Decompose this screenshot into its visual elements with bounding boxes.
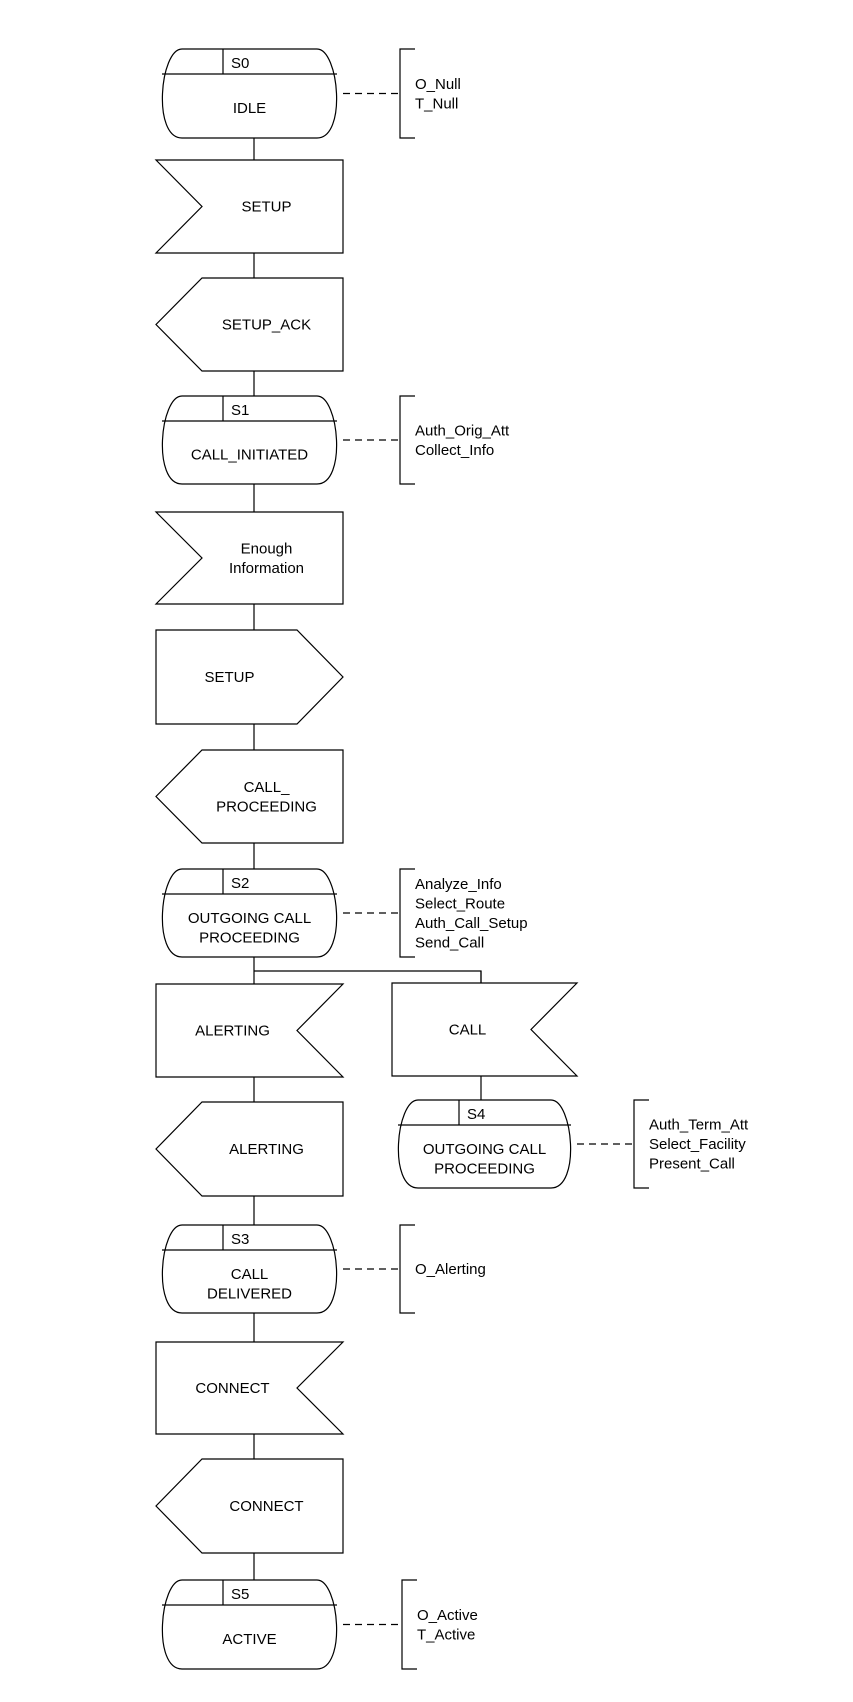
node-label: OUTGOING CALL — [188, 910, 311, 927]
output-setup: SETUP — [155, 629, 344, 725]
annotation-text: O_Alerting — [415, 1261, 486, 1278]
input-call: CALL — [391, 982, 579, 1077]
node-label: CONNECT — [195, 1380, 269, 1397]
node-label: IDLE — [233, 100, 266, 117]
state-id: S5 — [231, 1586, 249, 1603]
annotation-bracket — [399, 1224, 415, 1314]
output-alerting: ALERTING — [155, 1101, 344, 1197]
node-label: PROCEEDING — [216, 798, 317, 815]
input-signal-shape — [391, 982, 579, 1077]
output-signal-shape — [155, 629, 344, 725]
annotation-text: Send_Call — [415, 934, 484, 951]
annotation-bracket — [399, 395, 415, 485]
annotation-text: Collect_Info — [415, 442, 494, 459]
state-id: S0 — [231, 55, 249, 72]
state-id: S2 — [231, 875, 249, 892]
annotation-text: Auth_Term_Att — [649, 1117, 749, 1134]
input-alerting: ALERTING — [155, 983, 345, 1078]
node-label: CALL_ — [244, 779, 291, 796]
node-label: SETUP — [204, 669, 254, 686]
node-label: CALL_INITIATED — [191, 447, 308, 464]
annotation-bracket — [399, 48, 415, 139]
annotation-text: Auth_Call_Setup — [415, 915, 528, 932]
annotation-text: T_Active — [417, 1626, 475, 1643]
output-signal-shape — [155, 749, 344, 844]
annotation-bracket — [399, 868, 415, 958]
input-signal-shape — [154, 159, 344, 254]
node-label: Information — [229, 560, 304, 577]
state-shape — [161, 48, 338, 139]
annotation-text: Present_Call — [649, 1156, 735, 1173]
state-id: S4 — [467, 1106, 485, 1123]
output-signal-shape — [155, 1458, 344, 1554]
branch-connector — [254, 970, 482, 983]
annotation-text: Select_Route — [415, 895, 505, 912]
annotation-text: Auth_Orig_Att — [415, 422, 510, 439]
node-label: SETUP — [241, 199, 291, 216]
annotation-text: Select_Facility — [649, 1136, 746, 1153]
node-label: OUTGOING CALL — [423, 1141, 546, 1158]
input-signal-shape — [154, 511, 344, 605]
node-label: PROCEEDING — [434, 1160, 535, 1177]
node-label: CALL — [449, 1022, 487, 1039]
state-outgoing-call-proceeding-s4: S4Auth_Term_AttSelect_FacilityPresent_Ca… — [397, 1099, 749, 1189]
connectors — [253, 138, 482, 1580]
node-label: SETUP_ACK — [222, 317, 311, 334]
state-shape — [161, 395, 338, 485]
annotation-text: T_Null — [415, 95, 458, 112]
node-label: PROCEEDING — [199, 929, 300, 946]
state-shape — [161, 1224, 338, 1314]
node-label: ACTIVE — [222, 1631, 276, 1648]
output-connect: CONNECT — [155, 1458, 344, 1554]
annotation-bracket — [633, 1099, 649, 1189]
node-label: Enough — [241, 540, 293, 557]
state-id: S1 — [231, 402, 249, 419]
state-outgoing-call-proceeding-s2: S2 Analyze_InfoSelect_RouteAuth_Call_Setu… — [161, 868, 528, 958]
input-setup: SETUP — [154, 159, 344, 254]
node-label: CALL — [231, 1266, 269, 1283]
node-label: CONNECT — [229, 1498, 303, 1515]
annotation-bracket — [401, 1579, 417, 1670]
output-signal-shape — [155, 277, 344, 372]
node-label: ALERTING — [195, 1023, 270, 1040]
node-label: ALERTING — [229, 1141, 304, 1158]
input-signal-shape — [155, 983, 345, 1078]
output-call-proceeding: CALL_ PROCEEDING — [155, 749, 344, 844]
state-shape — [161, 1579, 338, 1670]
output-signal-shape — [155, 1101, 344, 1197]
node-label: DELIVERED — [207, 1285, 292, 1302]
state-id: S3 — [231, 1231, 249, 1248]
annotation-text: Analyze_Info — [415, 876, 502, 893]
state-call-delivered: S3O_Alerting CALL DELIVERED — [161, 1224, 486, 1314]
state-shape — [161, 868, 338, 958]
input-connect: CONNECT — [155, 1341, 345, 1435]
annotation-text: O_Null — [415, 76, 461, 93]
annotation-text: O_Active — [417, 1607, 478, 1624]
input-signal-shape — [155, 1341, 345, 1435]
output-setup-ack: SETUP_ACK — [155, 277, 344, 372]
state-shape — [397, 1099, 572, 1189]
